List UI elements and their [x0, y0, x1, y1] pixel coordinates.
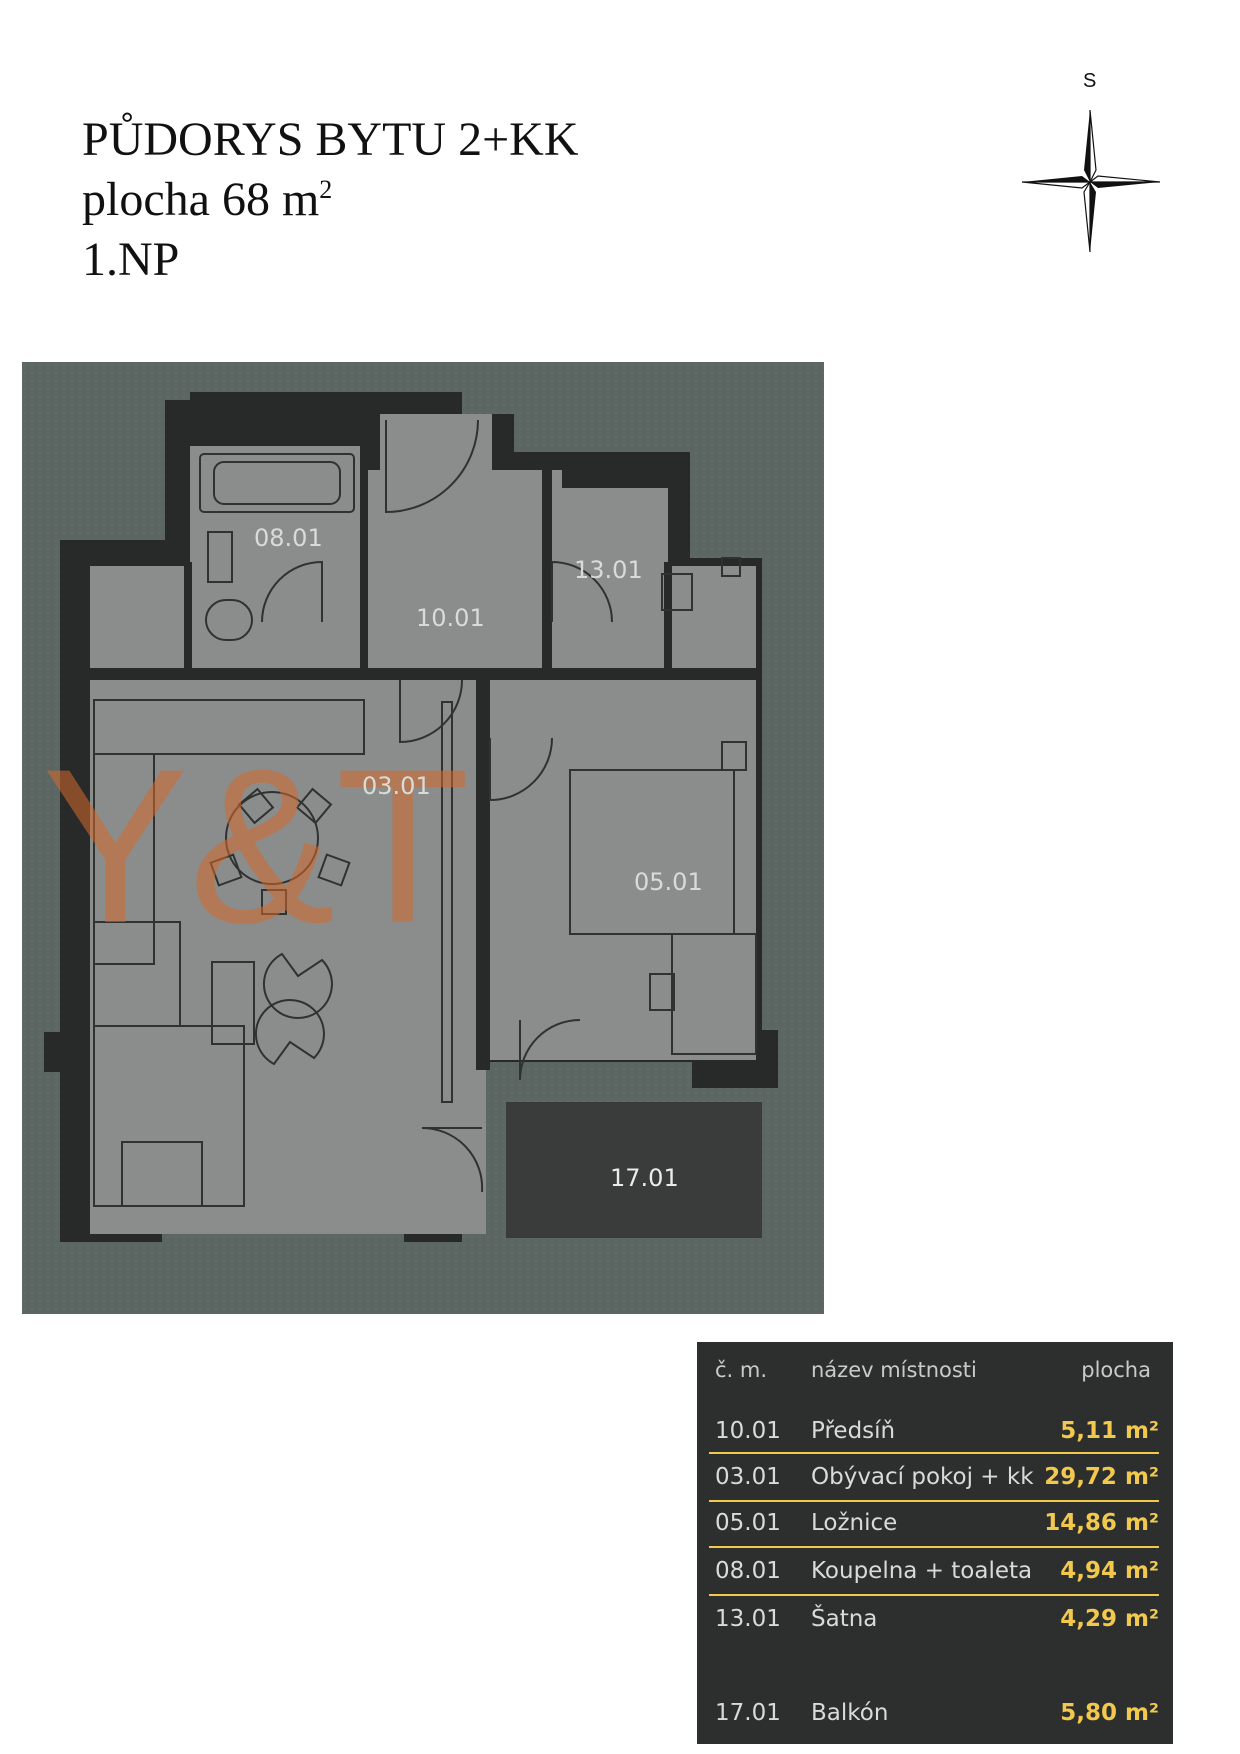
internal-walls	[90, 446, 756, 1070]
row-num: 08.01	[715, 1558, 781, 1584]
table-row: 10.01 Předsíň 5,11 m²	[709, 1408, 1159, 1454]
row-name: Obývací pokoj + kk	[811, 1464, 1034, 1490]
table-header: č. m. název místnosti plocha	[697, 1350, 1173, 1390]
header-name: název místnosti	[811, 1358, 977, 1382]
room-10-01	[366, 470, 562, 668]
row-num: 03.01	[715, 1464, 781, 1490]
row-name: Koupelna + toaleta	[811, 1558, 1033, 1584]
row-area: 29,72 m²	[1044, 1464, 1159, 1490]
table-row: 17.01 Balkón 5,80 m²	[709, 1690, 1159, 1736]
page-title: PŮDORYS BYTU 2+KK	[82, 113, 579, 166]
row-num: 13.01	[715, 1606, 781, 1632]
utility-niche	[668, 566, 756, 668]
row-name: Balkón	[811, 1700, 889, 1726]
row-area: 4,29 m²	[1060, 1606, 1159, 1632]
floors	[90, 414, 756, 1234]
watermark-logo: Y&T	[42, 723, 470, 969]
room-label-13-01: 13.01	[574, 556, 643, 584]
area-text: plocha 68 m	[82, 173, 320, 226]
compass-label: S	[1083, 70, 1097, 92]
room-05-01	[488, 680, 756, 1060]
area-superscript: 2	[319, 175, 333, 204]
floor-plan: Y&T 08.01 10.01 13.01 03.01 05.01 17.01	[22, 362, 824, 1314]
room-13-01	[552, 488, 668, 668]
room-label-17-01: 17.01	[610, 1164, 679, 1192]
row-name: Předsíň	[811, 1418, 896, 1444]
row-num: 17.01	[715, 1700, 781, 1726]
table-row: 13.01 Šatna 4,29 m²	[709, 1596, 1159, 1642]
compass-star-icon	[1021, 109, 1161, 253]
row-name: Ložnice	[811, 1510, 898, 1536]
table-row: 08.01 Koupelna + toaleta 4,94 m²	[709, 1548, 1159, 1596]
row-area: 4,94 m²	[1060, 1558, 1159, 1584]
header-num: č. m.	[715, 1358, 768, 1382]
room-17-01	[506, 1102, 762, 1238]
entrance-niche	[380, 414, 492, 474]
row-name: Šatna	[811, 1606, 878, 1632]
title-block: PŮDORYS BYTU 2+KK plocha 68 m2 1.NP	[82, 110, 578, 290]
header-area: plocha	[1081, 1358, 1151, 1382]
row-area: 14,86 m²	[1044, 1510, 1159, 1536]
doors	[261, 419, 613, 1193]
floor-label: 1.NP	[82, 233, 180, 286]
room-label-08-01: 08.01	[254, 524, 323, 552]
table-row: 03.01 Obývací pokoj + kk 29,72 m²	[709, 1452, 1159, 1502]
room-label-03-01: 03.01	[362, 772, 431, 800]
row-num: 10.01	[715, 1418, 781, 1444]
closet-left	[90, 566, 184, 668]
room-08-01	[190, 446, 360, 668]
area-line: plocha 68 m2	[82, 170, 578, 230]
row-num: 05.01	[715, 1510, 781, 1536]
room-label-10-01: 10.01	[416, 604, 485, 632]
table-row: 05.01 Ložnice 14,86 m²	[709, 1500, 1159, 1548]
row-area: 5,80 m²	[1060, 1700, 1159, 1726]
room-table: č. m. název místnosti plocha 10.01 Předs…	[697, 1342, 1173, 1744]
fixtures	[93, 453, 757, 1207]
room-label-05-01: 05.01	[634, 868, 703, 896]
row-area: 5,11 m²	[1060, 1418, 1159, 1444]
